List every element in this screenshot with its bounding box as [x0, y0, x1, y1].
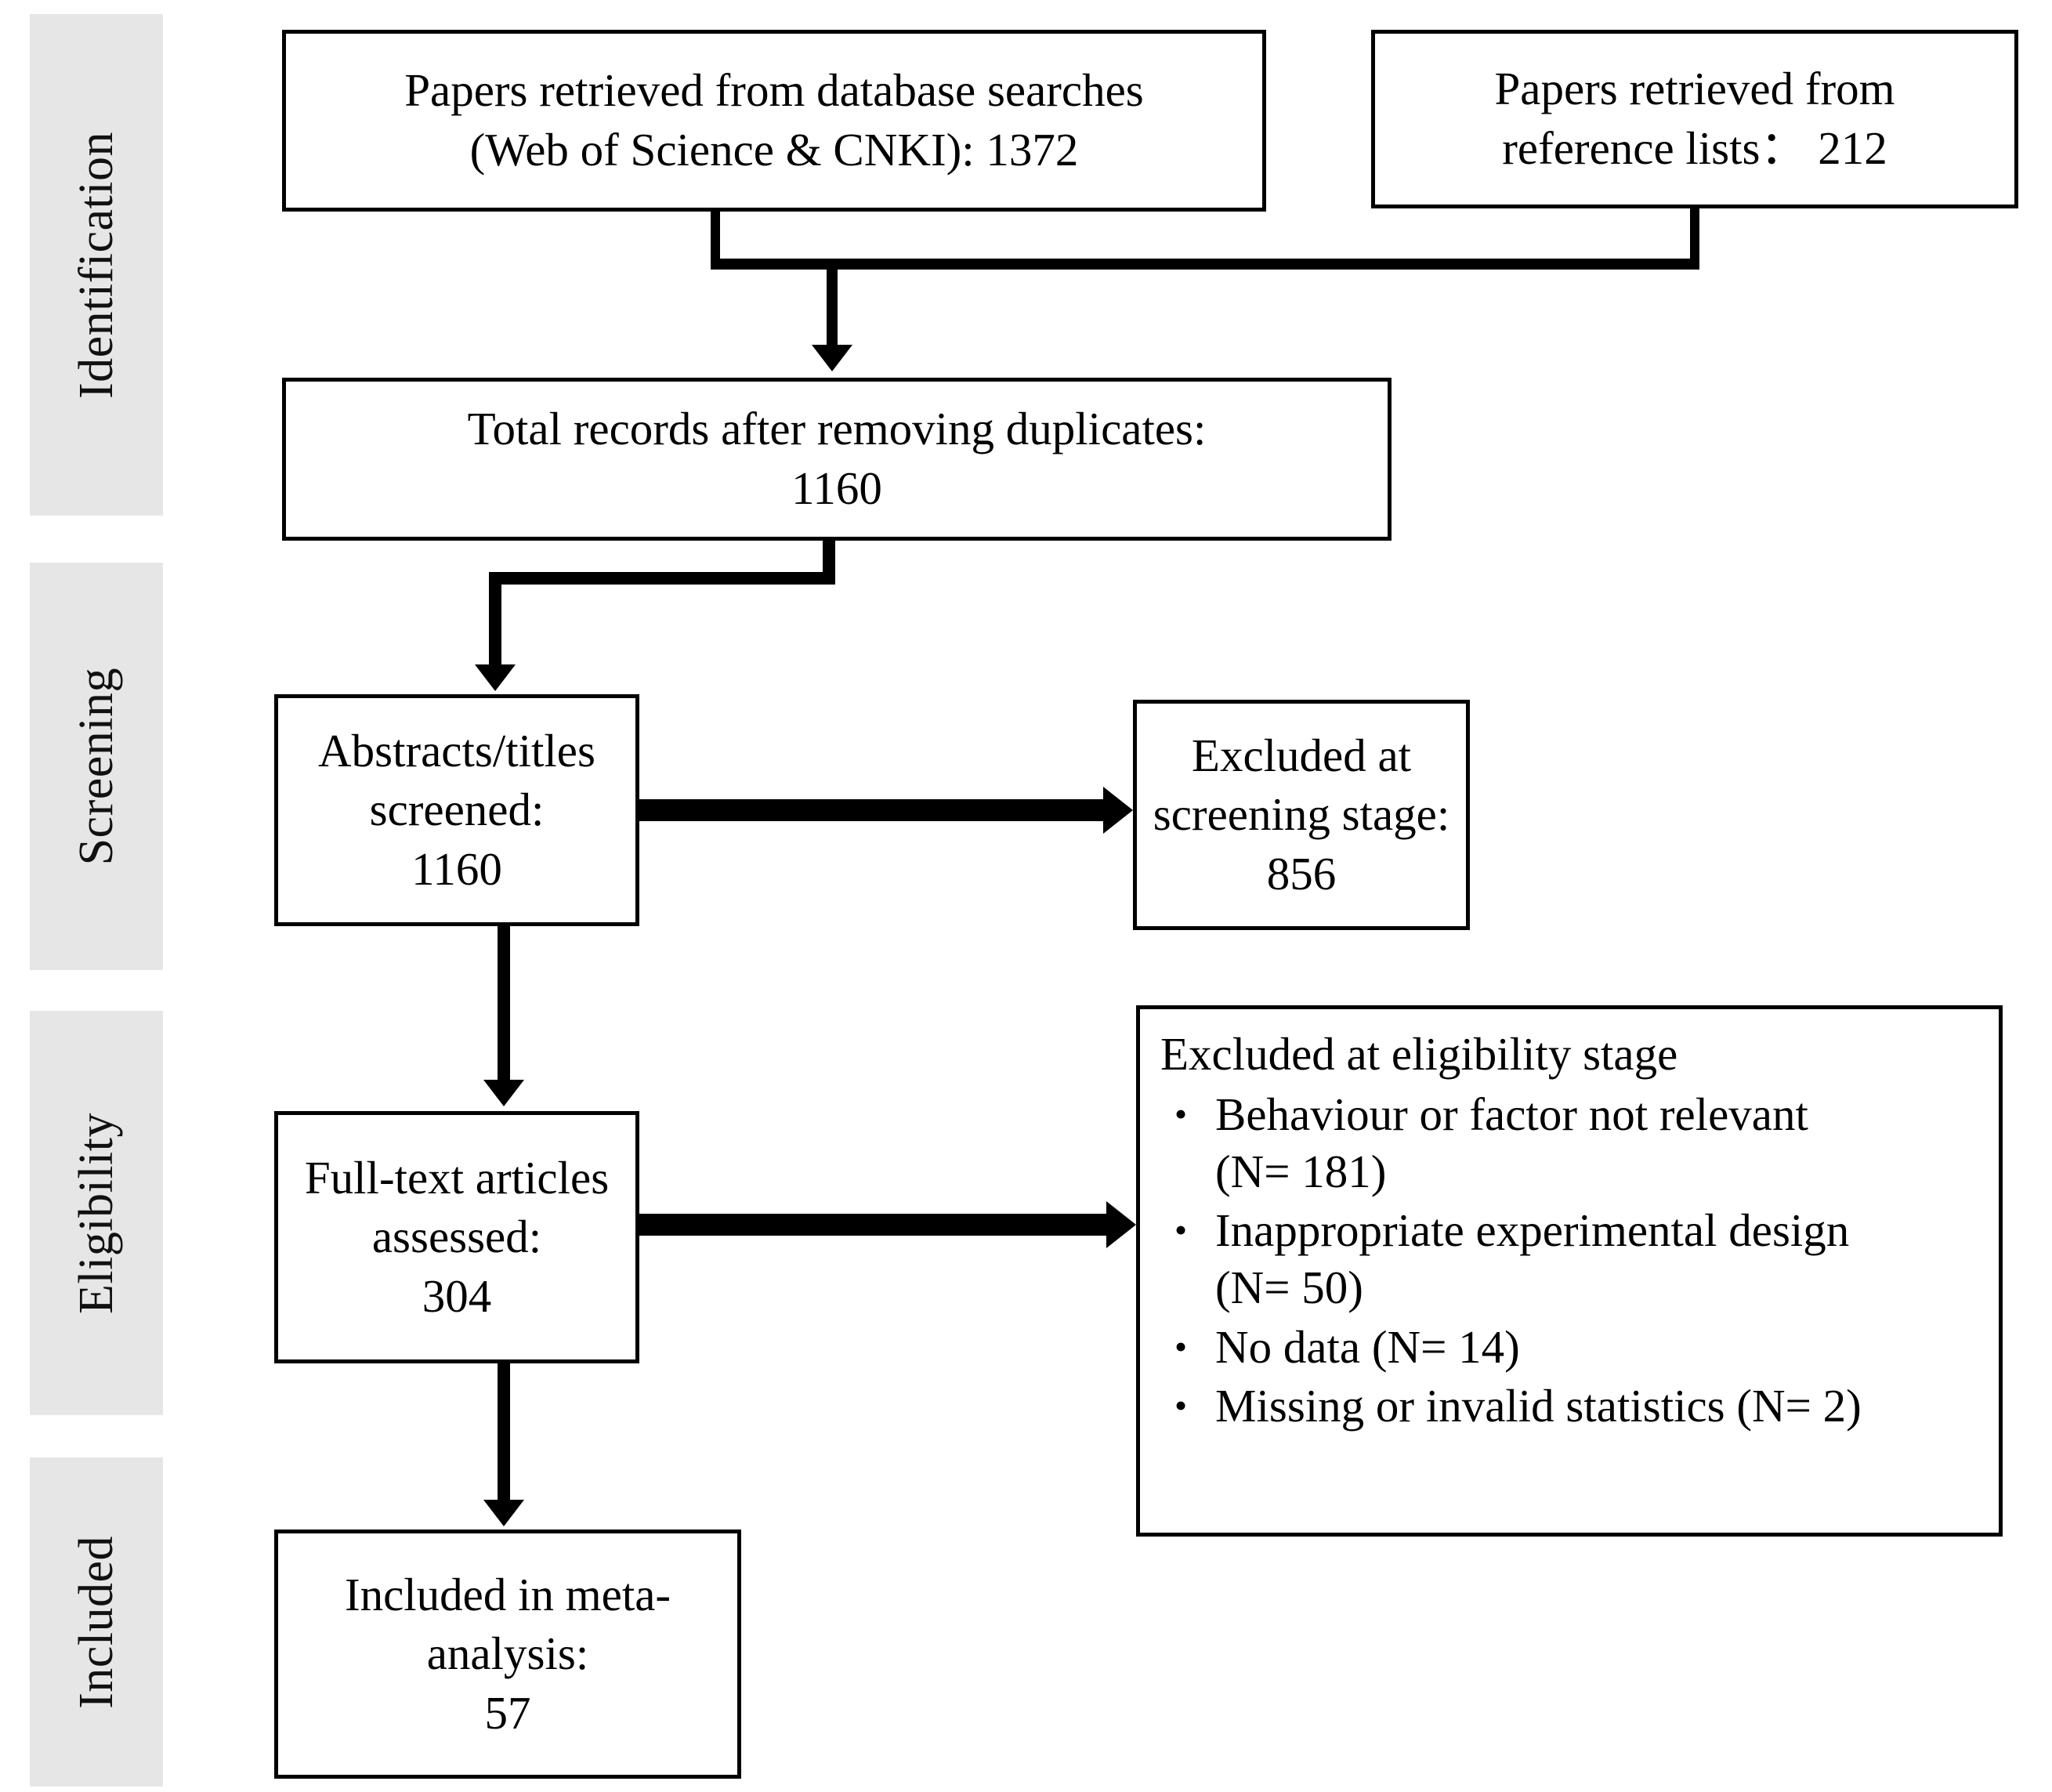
fulltext-line3: 304	[422, 1269, 492, 1322]
screened-line3: 1160	[411, 842, 502, 895]
box-fulltext-assessed: Full-text articles assessed: 304	[274, 1111, 639, 1363]
connector-records-down	[489, 572, 501, 668]
arrow-into-screened-icon	[475, 664, 516, 691]
reason-2-line2: (N= 50)	[1215, 1262, 1363, 1314]
box-database-searches: Papers retrieved from database searches …	[282, 30, 1266, 212]
exclusion-reason-item: • Missing or invalid statistics (N= 2)	[1174, 1377, 1862, 1435]
after-duplicates-line1: Total records after removing duplicates:	[467, 403, 1207, 455]
box-excluded-screening: Excluded at screening stage: 856	[1133, 700, 1470, 930]
db-searches-line2: (Web of Science & CNKI): 1372	[469, 124, 1079, 176]
included-line3: 57	[484, 1686, 531, 1739]
excluded-screening-line3: 856	[1266, 847, 1337, 900]
included-line2: analysis:	[426, 1627, 589, 1680]
fulltext-line1: Full-text articles	[304, 1151, 610, 1204]
excluded-screening-line2: screening stage:	[1153, 788, 1450, 841]
stage-bar-screening: Screening	[30, 563, 163, 970]
stage-bar-eligibility: Eligibility	[30, 1011, 163, 1415]
connector-ref-drop	[1690, 208, 1699, 268]
connector-fulltext-to-excluded	[639, 1214, 1111, 1236]
connector-fulltext-to-included	[498, 1363, 510, 1503]
box-excluded-eligibility: Excluded at eligibility stage • Behaviou…	[1136, 1005, 2003, 1537]
exclusion-reason-list: • Behaviour or factor not relevant (N= 1…	[1160, 1086, 1862, 1436]
screened-line2: screened:	[369, 784, 545, 836]
included-line1: Included in meta-	[344, 1568, 671, 1620]
exclusion-reason-item: • No data (N= 14)	[1174, 1319, 1862, 1376]
arrow-into-excluded-eligibility-icon	[1106, 1201, 1136, 1248]
box-after-duplicates: Total records after removing duplicates:…	[282, 378, 1392, 541]
bullet-icon: •	[1174, 1210, 1188, 1251]
bullet-icon: •	[1174, 1093, 1188, 1134]
reason-1-line2: (N= 181)	[1215, 1146, 1387, 1198]
excluded-eligibility-heading: Excluded at eligibility stage	[1160, 1028, 1678, 1080]
after-duplicates-line2: 1160	[791, 462, 882, 514]
arrow-into-after-duplicates-icon	[812, 345, 852, 371]
arrow-into-included-icon	[483, 1500, 524, 1526]
exclusion-reason-item: • Inappropriate experimental design (N= …	[1174, 1202, 1862, 1316]
stage-label-screening: Screening	[70, 667, 123, 866]
fulltext-line2: assessed:	[371, 1211, 542, 1263]
reason-4-line1: Missing or invalid statistics (N= 2)	[1215, 1379, 1862, 1432]
connector-merge-stem	[827, 270, 838, 348]
reason-3-line1: No data (N= 14)	[1215, 1320, 1520, 1373]
excluded-screening-line1: Excluded at	[1191, 729, 1412, 781]
connector-records-shift	[489, 572, 835, 585]
stage-label-identification: Identification	[70, 131, 123, 399]
connector-screened-to-fulltext	[498, 926, 510, 1083]
reference-lists-line2: reference lists： 212	[1502, 122, 1887, 174]
screened-line1: Abstracts/titles	[318, 724, 595, 777]
box-abstracts-screened: Abstracts/titles screened: 1160	[274, 694, 639, 926]
reference-lists-line1: Papers retrieved from	[1494, 63, 1895, 115]
arrow-into-fulltext-icon	[483, 1080, 524, 1106]
exclusion-reason-item: • Behaviour or factor not relevant (N= 1…	[1174, 1086, 1862, 1200]
arrow-into-excluded-screening-icon	[1103, 787, 1133, 834]
stage-bar-included: Included	[30, 1457, 163, 1787]
reason-1-line1: Behaviour or factor not relevant	[1215, 1088, 1808, 1140]
stage-bar-identification: Identification	[30, 14, 163, 516]
box-included-meta-analysis: Included in meta- analysis: 57	[274, 1530, 741, 1779]
connector-merge-bar	[711, 259, 1699, 270]
bullet-icon: •	[1174, 1385, 1188, 1425]
reason-2-line1: Inappropriate experimental design	[1215, 1204, 1850, 1257]
bullet-icon: •	[1174, 1326, 1188, 1367]
connector-db-drop	[711, 212, 720, 268]
db-searches-line1: Papers retrieved from database searches	[404, 64, 1144, 117]
connector-screened-to-excluded	[639, 799, 1109, 821]
box-reference-lists: Papers retrieved from reference lists： 2…	[1371, 30, 2018, 208]
stage-label-eligibility: Eligibility	[70, 1112, 123, 1314]
stage-label-included: Included	[70, 1535, 123, 1709]
